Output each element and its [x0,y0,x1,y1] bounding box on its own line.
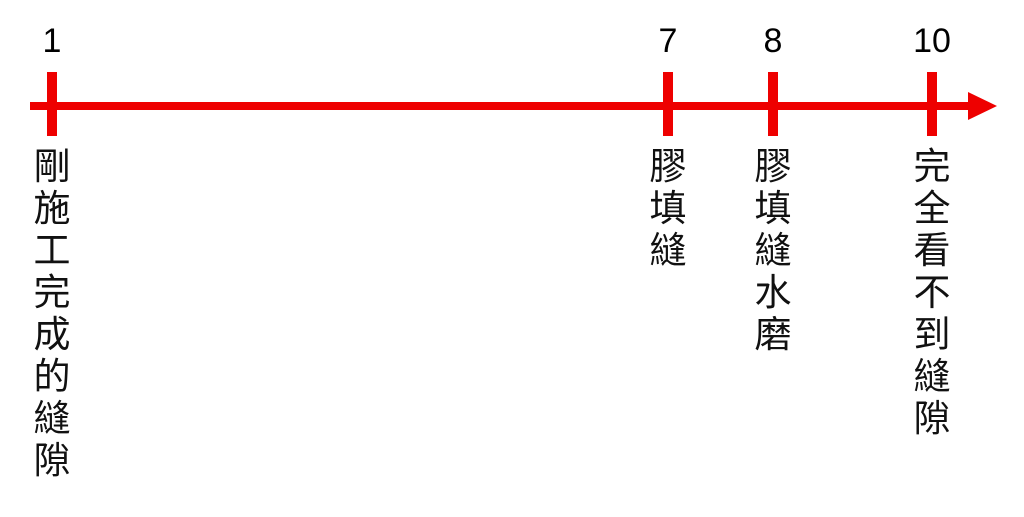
tick-label-10: 完 全 看 不 到 縫 隙 [911,146,953,440]
label-char: 隙 [33,439,71,482]
label-char: 隙 [913,397,951,440]
axis-line [30,102,972,110]
tick-number-1: 1 [42,22,62,60]
tick-number-10: 10 [913,22,951,60]
tick-number-7: 7 [658,22,678,60]
label-char: 剛 [33,145,71,188]
tick-label-8: 膠 填 縫 水 磨 [752,146,794,356]
label-char: 不 [913,271,951,314]
label-char: 成 [33,313,71,356]
tick-mark-10 [927,72,937,136]
label-char: 完 [913,145,951,188]
label-char: 磨 [754,313,792,356]
label-char: 完 [33,271,71,314]
label-char: 縫 [33,397,71,440]
label-char: 的 [33,355,71,398]
tick-number-8: 8 [763,22,783,60]
label-char: 看 [913,229,951,272]
arrow-right-icon [968,92,997,120]
label-char: 膠 [649,145,687,188]
label-char: 到 [913,313,951,356]
label-char: 工 [33,229,71,272]
label-char: 縫 [649,229,687,272]
label-char: 全 [913,187,951,230]
tick-mark-7 [663,72,673,136]
label-char: 填 [649,187,687,230]
label-char: 膠 [754,145,792,188]
label-char: 縫 [913,355,951,398]
tick-label-1: 剛 施 工 完 成 的 縫 隙 [31,146,73,482]
tick-label-7: 膠 填 縫 [647,146,689,272]
label-char: 填 [754,187,792,230]
label-char: 施 [33,187,71,230]
tick-mark-1 [47,72,57,136]
label-char: 縫 [754,229,792,272]
label-char: 水 [754,271,792,314]
tick-mark-8 [768,72,778,136]
